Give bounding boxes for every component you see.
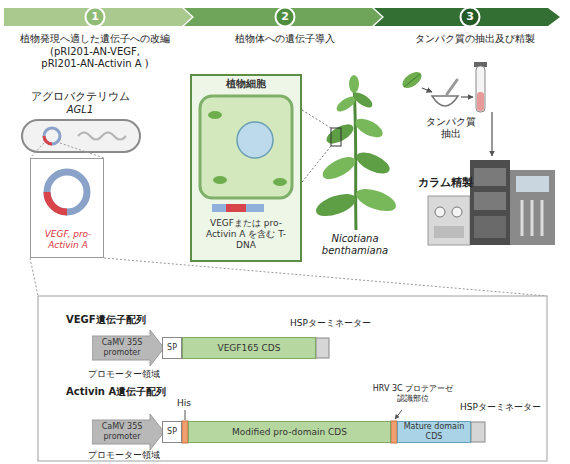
leaf-vein bbox=[404, 74, 420, 87]
circle-shape bbox=[461, 8, 480, 27]
arrow-shape bbox=[92, 414, 164, 450]
terminator-label: HSPターミネーター bbox=[290, 318, 400, 329]
step-title: タンパク質の抽出及び精製 bbox=[390, 33, 560, 45]
circle-shape bbox=[86, 8, 105, 27]
instrument-shelf bbox=[474, 216, 506, 238]
step-label: カラム精製 bbox=[412, 176, 478, 189]
instrument-panel bbox=[434, 226, 464, 238]
terminator-label: HSPターミネーター bbox=[460, 402, 560, 413]
node-text: 1 bbox=[91, 10, 99, 23]
node-text: Mature domain CDS bbox=[399, 422, 469, 441]
terminator-block bbox=[471, 422, 485, 442]
gene-insert bbox=[47, 192, 67, 212]
plasmid bbox=[47, 172, 87, 212]
plant-leaf bbox=[319, 152, 358, 183]
column bbox=[541, 200, 544, 236]
mature-domain-box: Mature domain CDS bbox=[397, 421, 471, 443]
step-band bbox=[4, 8, 192, 26]
instrument-shelf bbox=[474, 168, 506, 186]
construct-title: VEGF遺伝子配列 bbox=[66, 314, 226, 326]
node-text: 3 bbox=[466, 10, 474, 23]
step-circle: 2 bbox=[274, 6, 296, 28]
process-arrow bbox=[461, 96, 473, 97]
zoom-line bbox=[30, 258, 38, 296]
region-label: プロモーター領域 bbox=[88, 369, 198, 380]
node-heading: 植物細胞 bbox=[192, 78, 300, 90]
node-text: 2 bbox=[281, 10, 289, 23]
pestle bbox=[447, 80, 457, 94]
site-label: HRV 3C プロテアーゼ 認識部位 bbox=[365, 384, 461, 403]
node-text: CaMV 35S promoter bbox=[94, 338, 150, 357]
plant-cell-box: 植物細胞 VEGFまたは pro-Activin A を含む T-DNA bbox=[190, 74, 302, 262]
strain-label: AGL1 bbox=[15, 104, 145, 116]
plant-leaf bbox=[349, 75, 359, 93]
instrument bbox=[428, 196, 470, 245]
plant-name: Nicotiana benthamiana bbox=[316, 233, 394, 257]
construct-panel bbox=[38, 296, 547, 461]
step-band bbox=[184, 8, 382, 26]
plasmid-names: (pRI201-AN-VEGF, pRI201-AN-Activin A ) bbox=[35, 46, 155, 70]
step-circle: 1 bbox=[84, 6, 106, 28]
zoom-line bbox=[30, 143, 44, 158]
mortar bbox=[432, 96, 458, 106]
step-label: タンパク質 抽出 bbox=[424, 116, 478, 140]
leader-arrow bbox=[395, 410, 402, 419]
plant-leaf bbox=[353, 148, 392, 178]
instrument-dial bbox=[435, 207, 445, 217]
arrow-shape bbox=[92, 330, 164, 366]
instrument bbox=[510, 170, 555, 245]
node-text: Modified pro-domain CDS bbox=[232, 427, 347, 438]
plant-leaf bbox=[313, 189, 359, 220]
cds-box: Modified pro-domain CDS bbox=[188, 421, 391, 443]
bacterium-cell bbox=[22, 120, 140, 152]
plasmid-small bbox=[44, 128, 60, 144]
construct-title: Activin A遺伝子配列 bbox=[66, 386, 236, 398]
plant-leaf bbox=[353, 184, 399, 215]
promoter-arrow: CaMV 35S promoter bbox=[92, 414, 164, 450]
organism-label: アグロバクテリウム bbox=[15, 90, 145, 103]
node-text: VEGFまたは pro-Activin A を含む T-DNA bbox=[198, 218, 294, 250]
promoter-arrow: CaMV 35S promoter bbox=[92, 330, 164, 366]
circle-shape bbox=[276, 8, 295, 27]
zoom-line bbox=[104, 258, 547, 296]
tube-liquid bbox=[477, 92, 484, 111]
node-text: VEGF165 CDS bbox=[218, 343, 281, 354]
leader-line bbox=[185, 410, 186, 420]
column bbox=[521, 200, 524, 236]
tube bbox=[476, 66, 485, 112]
leaf-icon bbox=[400, 69, 425, 91]
process-arrow bbox=[422, 88, 432, 92]
region-label: プロモーター領域 bbox=[88, 450, 198, 461]
gene-insert bbox=[44, 136, 52, 144]
node-text: SP bbox=[167, 343, 177, 353]
node-text: VEGF, pro-Activin A bbox=[33, 229, 103, 251]
signal-peptide-box: SP bbox=[162, 337, 182, 359]
chromosome bbox=[78, 133, 126, 140]
tag-label: His bbox=[177, 398, 207, 409]
column bbox=[531, 200, 534, 236]
instrument bbox=[470, 160, 510, 245]
node-text: CaMV 35S promoter bbox=[94, 422, 150, 441]
step-title: 植物発現へ適した遺伝子への改編 bbox=[12, 33, 178, 45]
plant-leaf bbox=[352, 115, 385, 141]
plant-stem bbox=[354, 86, 356, 230]
cds-box: VEGF165 CDS bbox=[182, 337, 316, 359]
zoom-line bbox=[60, 143, 104, 158]
instrument-shelf bbox=[474, 192, 506, 210]
instrument-dial bbox=[452, 207, 462, 217]
step-band bbox=[374, 8, 560, 26]
sample-area bbox=[331, 128, 341, 146]
zoom-line bbox=[302, 110, 331, 128]
step-title: 植物体への遺伝子導入 bbox=[205, 33, 365, 45]
step-circle: 3 bbox=[459, 6, 481, 28]
instrument-screen bbox=[516, 176, 549, 192]
signal-peptide-box: SP bbox=[162, 421, 182, 443]
plasmid-zoom-box: VEGF, pro-Activin A bbox=[30, 158, 104, 258]
process-arrow bbox=[491, 112, 492, 156]
terminator-block bbox=[316, 338, 329, 358]
plant-leaf bbox=[324, 120, 357, 147]
node-text: SP bbox=[167, 427, 177, 437]
